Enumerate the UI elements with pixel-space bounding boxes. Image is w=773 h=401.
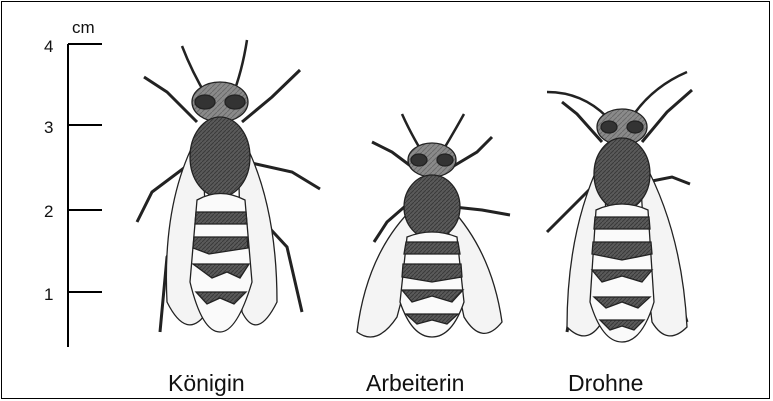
scale-tick-1: 1	[44, 285, 53, 305]
scale-unit-label: cm	[72, 18, 95, 38]
worker-wasp-drawing	[357, 114, 510, 337]
scale-tick-3: 3	[44, 118, 53, 138]
caption-queen: Königin	[168, 370, 245, 397]
caption-worker: Arbeiterin	[366, 370, 464, 397]
scale-bar	[68, 44, 102, 347]
drone-wasp-drawing	[547, 72, 692, 342]
caption-drone: Drohne	[568, 370, 643, 397]
queen-wasp-drawing	[137, 40, 320, 332]
scale-tick-2: 2	[44, 202, 53, 222]
scale-tick-4: 4	[44, 37, 53, 57]
